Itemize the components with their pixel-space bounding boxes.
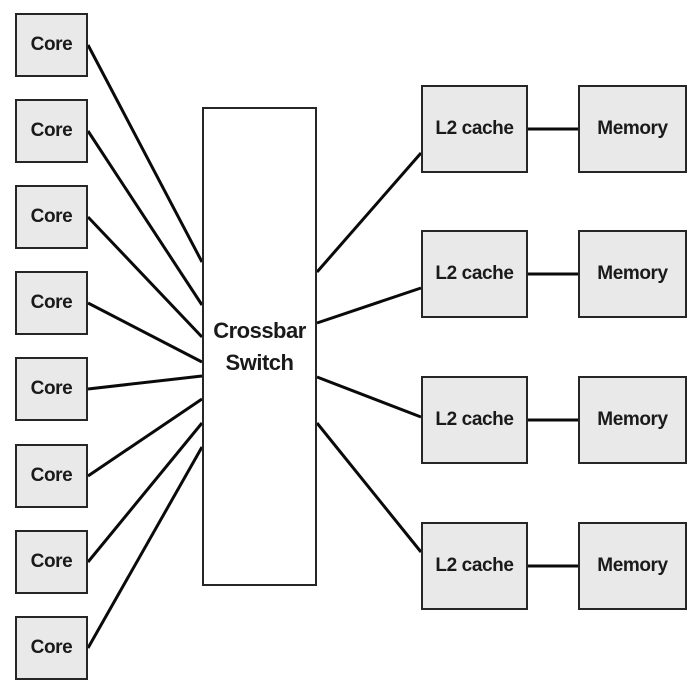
connector-crossbar-l2cache4: [315, 422, 423, 553]
memory-box-2: Memory: [578, 230, 687, 318]
crossbar-switch-box: Crossbar Switch: [202, 107, 317, 586]
core-box-8: Core: [15, 616, 88, 680]
connector-core4-crossbar: [87, 301, 203, 364]
connector-crossbar-l2cache1: [315, 152, 423, 273]
memory-box-1: Memory: [578, 85, 687, 173]
connector-core8-crossbar: [86, 446, 204, 649]
memory-box-3: Memory: [578, 376, 687, 464]
core-box-7: Core: [15, 530, 88, 594]
core-box-2: Core: [15, 99, 88, 163]
core-box-5: Core: [15, 357, 88, 421]
connector-core7-crossbar: [86, 422, 204, 563]
l2-cache-box-3: L2 cache: [421, 376, 528, 464]
connector-core6-crossbar: [87, 397, 203, 478]
l2-cache-box-4: L2 cache: [421, 522, 528, 610]
connector-crossbar-l2cache3: [316, 375, 422, 419]
l2-cache-box-2: L2 cache: [421, 230, 528, 318]
connector-core1-crossbar: [86, 44, 204, 263]
core-box-3: Core: [15, 185, 88, 249]
connector-core2-crossbar: [86, 130, 204, 306]
connector-crossbar-l2cache2: [316, 286, 422, 325]
core-box-4: Core: [15, 271, 88, 335]
connector-core3-crossbar: [86, 215, 204, 339]
core-box-1: Core: [15, 13, 88, 77]
memory-box-4: Memory: [578, 522, 687, 610]
core-box-6: Core: [15, 444, 88, 508]
connector-core5-crossbar: [87, 374, 203, 391]
l2-cache-box-1: L2 cache: [421, 85, 528, 173]
